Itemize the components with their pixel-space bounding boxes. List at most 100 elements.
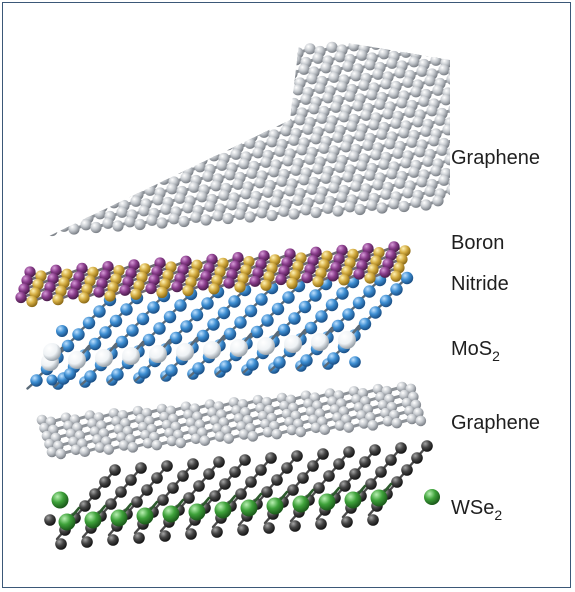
label-boron: Boron xyxy=(451,232,505,254)
atom xyxy=(452,53,463,64)
atom xyxy=(266,209,278,222)
atom xyxy=(556,66,567,77)
atom xyxy=(324,388,336,399)
atom xyxy=(196,329,210,343)
atom xyxy=(65,428,77,440)
atom xyxy=(500,73,511,84)
atom xyxy=(304,153,316,165)
atom xyxy=(496,50,507,61)
atom xyxy=(151,439,163,451)
atom xyxy=(203,262,215,274)
atom xyxy=(30,374,43,387)
atom xyxy=(386,168,398,180)
bond xyxy=(486,106,498,110)
atom xyxy=(204,399,216,410)
atom xyxy=(130,288,142,300)
atom xyxy=(277,323,291,337)
bond xyxy=(516,38,518,45)
atom xyxy=(177,264,189,276)
atom xyxy=(450,97,461,108)
atom xyxy=(263,271,275,283)
atom xyxy=(81,283,93,295)
atom xyxy=(356,410,367,421)
atom xyxy=(118,440,130,451)
atom xyxy=(160,203,172,215)
atom xyxy=(262,186,274,198)
atom xyxy=(157,494,169,506)
atom xyxy=(444,43,450,55)
atom xyxy=(320,172,332,184)
atom xyxy=(212,423,223,434)
atom xyxy=(61,268,73,280)
atom xyxy=(354,203,366,216)
atom xyxy=(414,146,426,158)
atom xyxy=(514,99,525,110)
atom xyxy=(128,259,140,271)
bond xyxy=(464,108,476,112)
bond xyxy=(528,108,530,115)
atom xyxy=(288,208,300,220)
atom xyxy=(110,509,128,527)
atom xyxy=(518,122,529,133)
atom xyxy=(522,109,533,120)
atom xyxy=(323,470,335,482)
atom xyxy=(46,446,58,458)
bond xyxy=(540,73,550,76)
atom xyxy=(210,180,222,192)
atom xyxy=(222,212,234,225)
bond xyxy=(474,71,476,78)
atom xyxy=(78,292,90,304)
atom xyxy=(295,252,307,264)
bond xyxy=(548,76,550,83)
atom xyxy=(231,405,242,416)
atom xyxy=(151,472,163,484)
atom xyxy=(367,264,379,276)
atom xyxy=(367,420,379,431)
bond xyxy=(500,130,502,137)
atom xyxy=(542,40,553,51)
atom xyxy=(180,172,192,184)
atom xyxy=(358,418,370,429)
atom xyxy=(211,274,223,286)
atom xyxy=(341,516,353,528)
atom xyxy=(454,83,465,94)
atom xyxy=(226,269,238,281)
atom xyxy=(32,278,44,291)
bond xyxy=(470,87,482,91)
atom xyxy=(564,39,575,50)
atom xyxy=(359,251,371,263)
atom xyxy=(302,123,314,135)
atom xyxy=(156,286,168,299)
atom xyxy=(271,302,285,316)
atom xyxy=(398,127,410,139)
bond xyxy=(562,31,574,35)
bond xyxy=(468,98,478,101)
bond xyxy=(492,86,504,90)
atom xyxy=(70,444,82,456)
atom xyxy=(237,273,249,285)
bond xyxy=(526,78,528,85)
bond xyxy=(526,84,536,87)
atom xyxy=(284,416,295,428)
atom xyxy=(217,306,231,320)
atom xyxy=(258,250,270,262)
bond xyxy=(512,54,524,58)
atom xyxy=(266,262,278,274)
atom xyxy=(530,118,541,129)
atom xyxy=(216,159,228,171)
atom xyxy=(399,389,410,401)
atom xyxy=(161,419,173,431)
atom xyxy=(64,368,76,380)
bond xyxy=(488,67,498,70)
bond xyxy=(506,75,518,79)
atom xyxy=(90,221,102,234)
atom xyxy=(340,141,352,153)
atom xyxy=(229,466,241,478)
atom xyxy=(36,414,48,426)
atom xyxy=(440,94,450,106)
atom xyxy=(316,112,328,124)
atom xyxy=(249,275,261,287)
atom xyxy=(416,176,428,188)
bond xyxy=(550,106,552,113)
bond xyxy=(460,48,472,52)
